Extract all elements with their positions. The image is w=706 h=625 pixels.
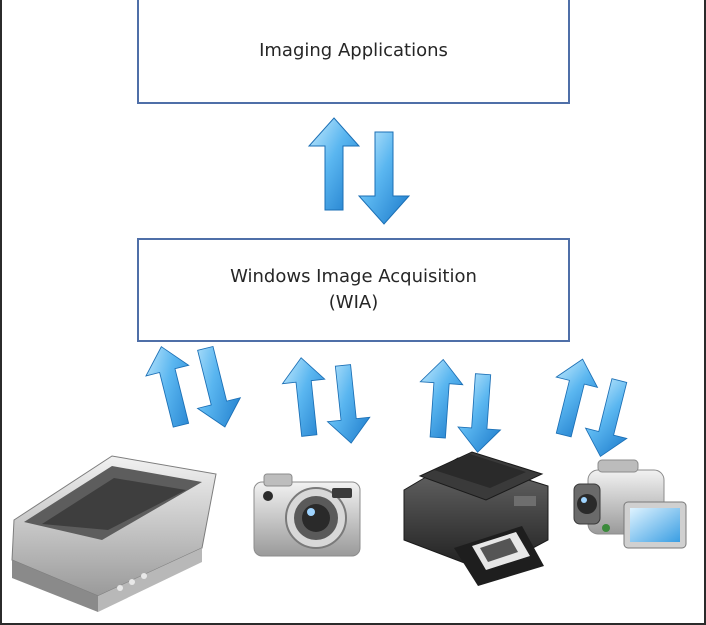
imaging-applications-label: Imaging Applications bbox=[259, 40, 448, 61]
digital-camera-icon bbox=[253, 473, 361, 557]
wia-label-line1: Windows Image Acquisition bbox=[230, 266, 477, 287]
flatbed-scanner-icon bbox=[11, 455, 217, 612]
wia-box: Windows Image Acquisition (WIA) bbox=[137, 238, 570, 342]
camera-arrows bbox=[279, 355, 373, 446]
video-camcorder-icon bbox=[573, 459, 687, 549]
printer-arrows bbox=[416, 357, 505, 455]
camcorder-arrows bbox=[542, 353, 641, 463]
scanner-arrows bbox=[139, 340, 247, 433]
up-arrow-icon bbox=[308, 117, 360, 211]
all-in-one-printer-icon bbox=[403, 451, 549, 586]
wia-label-line2: (WIA) bbox=[328, 292, 379, 313]
imaging-applications-box: Imaging Applications bbox=[137, 0, 570, 104]
down-arrow-icon bbox=[358, 131, 410, 225]
